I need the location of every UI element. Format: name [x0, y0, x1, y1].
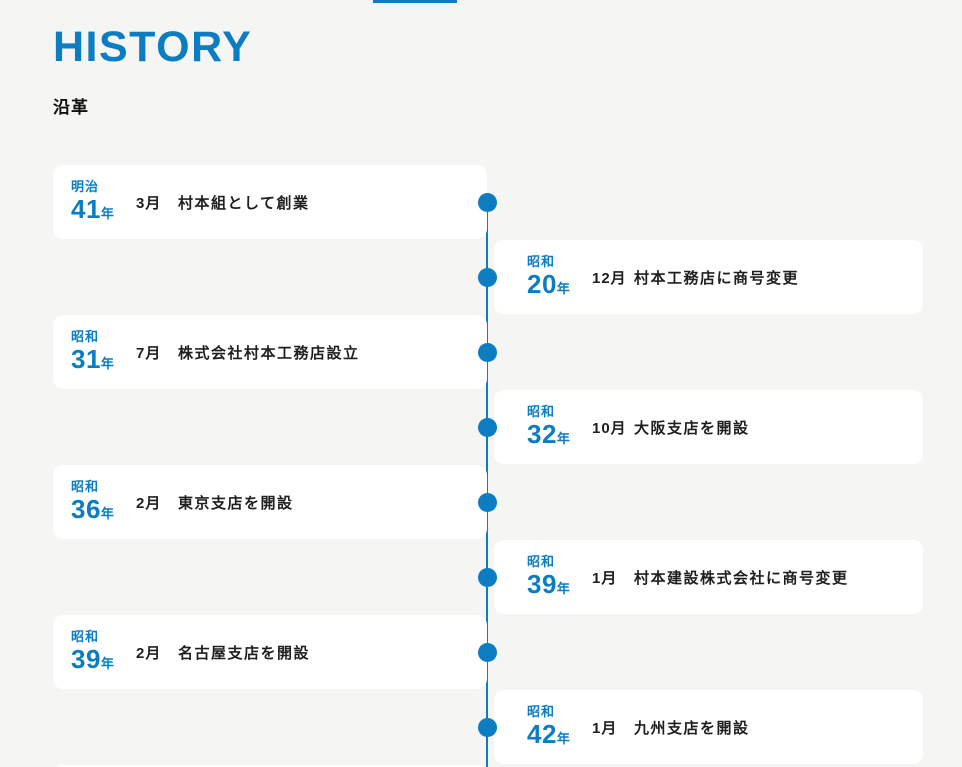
page-title: HISTORY: [53, 23, 253, 71]
year-suffix: 年: [100, 655, 114, 671]
event-month: 7月: [136, 344, 162, 362]
year-suffix: 年: [556, 580, 570, 596]
event-month: 1月: [592, 569, 618, 587]
year-suffix: 年: [100, 505, 114, 521]
nav-underline: [373, 0, 457, 3]
era-label: 昭和: [527, 403, 556, 419]
event-month: 2月: [136, 494, 162, 512]
year-number: 20: [527, 268, 557, 299]
year-suffix: 年: [556, 280, 570, 296]
year-suffix: 年: [100, 205, 114, 221]
timeline-dot: [478, 343, 497, 362]
era-label: 昭和: [71, 478, 100, 494]
timeline-dot: [478, 268, 497, 287]
timeline-dot: [478, 568, 497, 587]
year-number: 39: [71, 643, 101, 674]
event-month: 2月: [136, 644, 162, 662]
era-label: 昭和: [527, 253, 556, 269]
era-label: 昭和: [71, 328, 100, 344]
event-month: 1月: [592, 719, 618, 737]
year-number: 41: [71, 193, 101, 224]
year-number: 36: [71, 493, 101, 524]
era-year: 42年: [527, 718, 592, 750]
event-description: 村本建設株式会社に商号変更: [634, 569, 849, 587]
era-year: 20年: [527, 268, 592, 300]
era-year: 32年: [527, 418, 592, 450]
era-year: 41年: [71, 193, 136, 225]
event-description: 村本組として創業: [178, 194, 310, 212]
era-year: 31年: [71, 343, 136, 375]
year-suffix: 年: [556, 730, 570, 746]
year-number: 39: [527, 568, 557, 599]
year-number: 42: [527, 718, 557, 749]
era-label: 明治: [71, 178, 100, 194]
event-description: 九州支店を開設: [634, 719, 750, 737]
timeline-line: [486, 202, 488, 767]
event-description: 村本工務店に商号変更: [634, 269, 800, 287]
timeline-item-partial: [0, 765, 962, 767]
page-subtitle: 沿革: [53, 98, 89, 117]
timeline-dot: [478, 418, 497, 437]
year-number: 31: [71, 343, 101, 374]
event-month: 12月: [592, 269, 627, 287]
event-description: 大阪支店を開設: [634, 419, 750, 437]
timeline-dot: [478, 193, 497, 212]
event-description: 名古屋支店を開設: [178, 644, 311, 662]
era-year: 39年: [71, 643, 136, 675]
year-suffix: 年: [556, 430, 570, 446]
timeline-dot: [478, 493, 497, 512]
year-suffix: 年: [100, 355, 114, 371]
event-description: 株式会社村本工務店設立: [178, 344, 360, 362]
timeline-dot: [478, 718, 497, 737]
event-description: 東京支店を開設: [178, 494, 294, 512]
timeline-card-partial: [53, 765, 487, 767]
year-number: 32: [527, 418, 557, 449]
event-month: 3月: [136, 194, 162, 212]
era-year: 36年: [71, 493, 136, 525]
era-label: 昭和: [527, 703, 556, 719]
era-year: 39年: [527, 568, 592, 600]
era-label: 昭和: [71, 628, 100, 644]
event-month: 10月: [592, 419, 627, 437]
timeline-dot: [478, 643, 497, 662]
era-label: 昭和: [527, 553, 556, 569]
